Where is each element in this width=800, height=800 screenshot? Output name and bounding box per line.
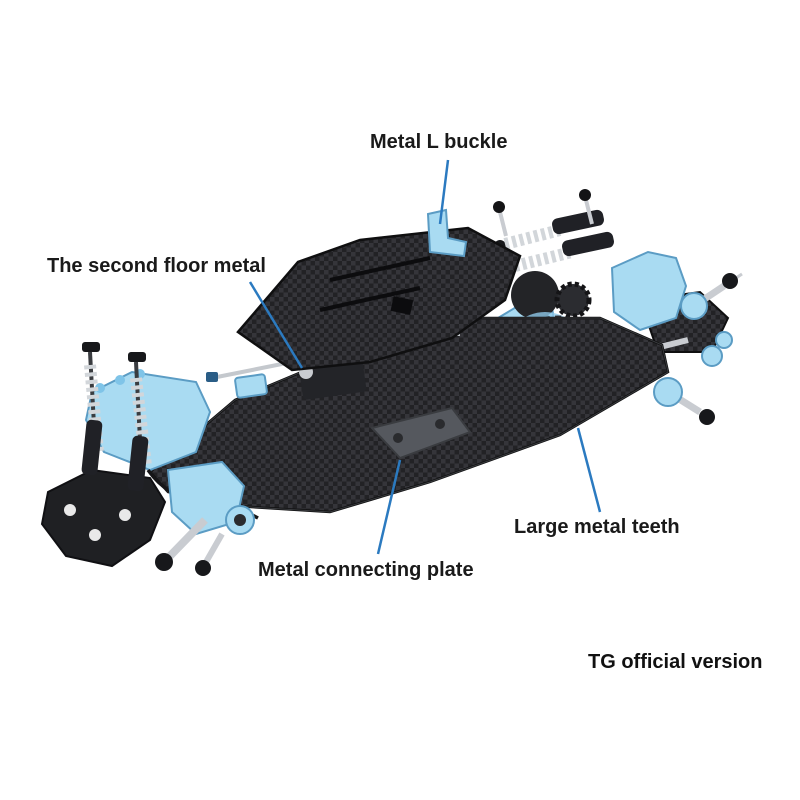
version-caption: TG official version xyxy=(588,651,763,673)
rear-wheel-hub-upper xyxy=(680,272,743,320)
front-wheel-axle xyxy=(155,517,225,576)
label-large-metal-teeth: Large metal teeth xyxy=(514,516,680,538)
label-second-floor-metal: The second floor metal xyxy=(47,255,266,277)
metal-l-buckle-part xyxy=(426,208,468,258)
label-metal-l-buckle: Metal L buckle xyxy=(370,131,508,153)
rear-body-posts xyxy=(493,189,594,237)
leader-lines xyxy=(248,159,602,555)
rear-wheel-hub-lower xyxy=(653,331,733,425)
leader-line-metal-l-buckle xyxy=(438,159,450,225)
leader-line-metal-connecting-plate xyxy=(376,459,402,555)
front-steering-knuckle xyxy=(166,460,255,536)
front-foam-bumper xyxy=(40,468,167,568)
metal-connecting-plate-part xyxy=(370,406,472,460)
upper-carbon-deck xyxy=(236,226,522,372)
leader-line-large-metal-teeth xyxy=(576,427,602,513)
leader-line-second-floor-metal xyxy=(248,281,304,369)
label-metal-connecting-plate: Metal connecting plate xyxy=(258,559,474,581)
rear-shock-absorbers xyxy=(494,209,614,274)
front-shock-absorbers xyxy=(81,342,152,492)
